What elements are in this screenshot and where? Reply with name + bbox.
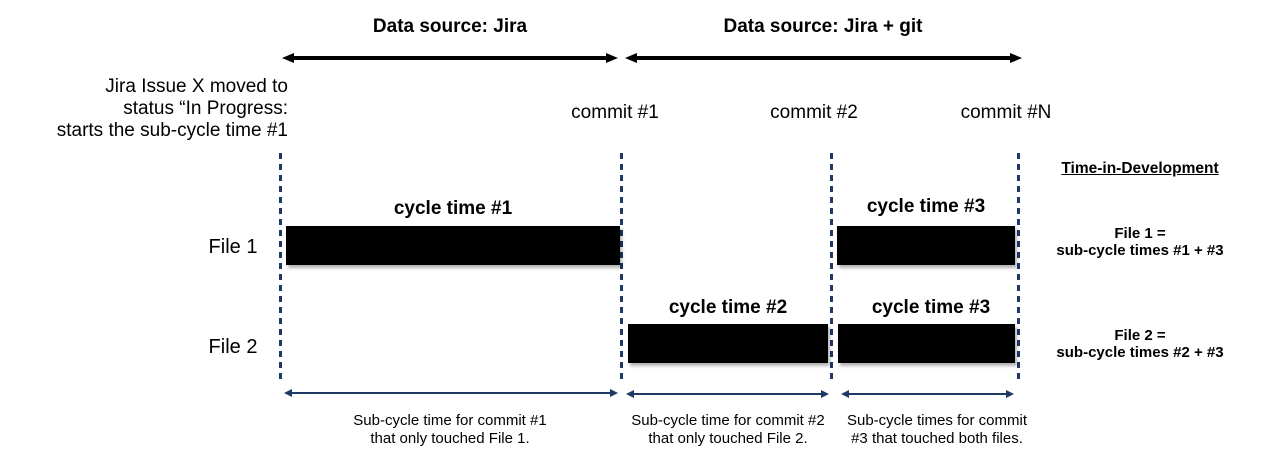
- commit-1-label: commit #1: [571, 102, 659, 123]
- file1-cycle-time-3-bar: [837, 226, 1015, 265]
- footnote-commit-1: Sub-cycle time for commit #1 that only t…: [300, 412, 600, 447]
- section-title-jira: Data source: Jira: [372, 16, 528, 37]
- file2-cycle-time-3-label: cycle time #3: [871, 297, 991, 318]
- sub-cycle-1-span-arrow-icon: [284, 389, 618, 397]
- footnote-commit-2-line-2: that only touched File 2.: [648, 429, 808, 447]
- summary-file-1: File 1 = sub-cycle times #1 + #3: [1040, 225, 1240, 259]
- jira-issue-note: Jira Issue X moved to status “In Progres…: [0, 76, 288, 142]
- summary-file-2: File 2 = sub-cycle times #2 + #3: [1040, 327, 1240, 361]
- footnote-commit-3: Sub-cycle times for commit #3 that touch…: [789, 412, 1085, 447]
- file1-cycle-time-1-label: cycle time #1: [393, 198, 513, 219]
- summary-file-2-line-2: sub-cycle times #2 + #3: [1056, 344, 1224, 361]
- file-2-label: File 2: [208, 336, 258, 358]
- file2-cycle-time-3-bar: [838, 324, 1015, 363]
- footnote-commit-1-line-2: that only touched File 1.: [370, 429, 530, 447]
- commit-2-label: commit #2: [770, 102, 858, 123]
- file1-cycle-time-3-label: cycle time #3: [866, 196, 986, 217]
- in-progress-dashed-line: [279, 153, 282, 382]
- jira-git-span-arrow-icon: [625, 53, 1022, 63]
- summary-file-1-line-2: sub-cycle times #1 + #3: [1056, 242, 1224, 259]
- footnote-commit-1-line-1: Sub-cycle time for commit #1: [353, 412, 547, 429]
- commit-2-dashed-line: [830, 153, 833, 382]
- commit-n-label: commit #N: [960, 102, 1052, 123]
- jira-issue-note-line-1: Jira Issue X moved to: [105, 76, 288, 97]
- footnote-commit-3-line-1: Sub-cycle times for commit: [846, 412, 1028, 429]
- commit-n-dashed-line: [1017, 153, 1020, 382]
- section-title-jira-git: Data source: Jira + git: [723, 16, 923, 37]
- footnote-commit-2-line-1: Sub-cycle time for commit #2: [631, 412, 825, 429]
- summary-file-2-line-1: File 2 =: [1114, 327, 1166, 344]
- file-1-label: File 1: [208, 236, 258, 258]
- footnote-commit-3-line-2: #3 that touched both files.: [851, 429, 1023, 447]
- sub-cycle-2-span-arrow-icon: [626, 390, 829, 398]
- summary-file-1-line-1: File 1 =: [1114, 225, 1166, 242]
- commit-1-dashed-line: [620, 153, 623, 382]
- jira-span-arrow-icon: [282, 53, 618, 63]
- file2-cycle-time-2-bar: [628, 324, 828, 363]
- file2-cycle-time-2-label: cycle time #2: [668, 297, 788, 318]
- footnote-commit-2: Sub-cycle time for commit #2 that only t…: [580, 412, 876, 447]
- time-in-development-title: Time-in-Development: [1061, 160, 1219, 177]
- sub-cycle-3-span-arrow-icon: [841, 390, 1014, 398]
- jira-issue-note-line-2: status “In Progress:: [123, 98, 288, 119]
- file1-cycle-time-1-bar: [286, 226, 620, 265]
- jira-issue-note-line-3: starts the sub-cycle time #1: [56, 120, 288, 141]
